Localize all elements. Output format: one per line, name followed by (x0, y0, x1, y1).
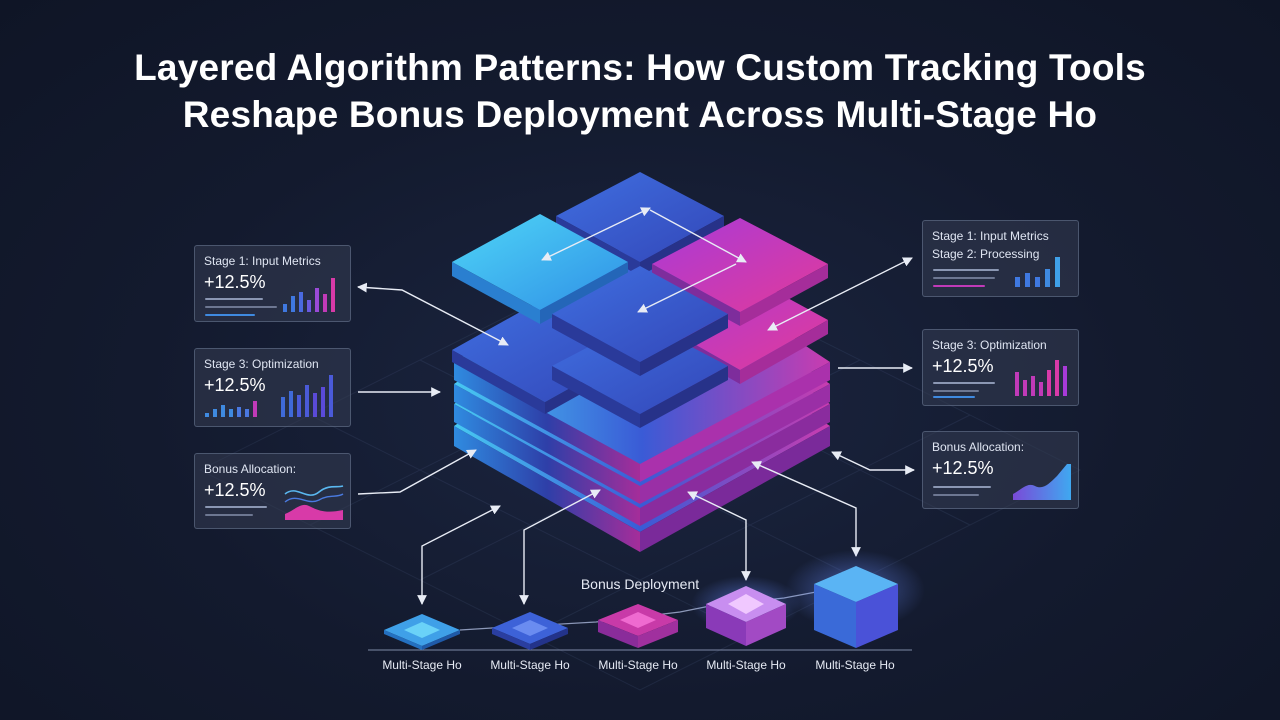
area-chart-icon (1013, 464, 1071, 500)
deployment-step-1 (384, 614, 460, 650)
card-label: Bonus Allocation: (932, 440, 1025, 454)
bonus-deployment-label: Bonus Deployment (580, 576, 700, 592)
card-value: +12.5% (932, 458, 994, 478)
left-card-input-metrics: Stage 1: Input Metrics +12.5% (194, 245, 351, 322)
card-line (933, 269, 999, 271)
deployment-step-4 (706, 586, 786, 646)
deployment-step-2 (492, 612, 568, 650)
left-card-optimization: Stage 3: Optimization +12.5% (194, 348, 351, 427)
bar-chart-icon (1015, 257, 1060, 287)
bar-chart-icon (1015, 360, 1067, 396)
card-value: +12.5% (204, 272, 266, 292)
stage-label-1: Multi-Stage Ho (382, 658, 462, 672)
card-line (205, 506, 267, 508)
card-line (205, 314, 255, 316)
connector-arrows (357, 257, 915, 605)
card-label: Stage 1: Input Metrics (204, 254, 321, 268)
card-label: Stage 3: Optimization (932, 338, 1047, 352)
stage-label-2: Multi-Stage Ho (490, 658, 570, 672)
bar-chart-icon (205, 375, 333, 417)
card-line (205, 514, 253, 516)
stage-label-5: Multi-Stage Ho (815, 658, 895, 672)
title-line-1: Layered Algorithm Patterns: How Custom T… (134, 47, 1146, 88)
card-line (933, 277, 995, 279)
card-line (933, 382, 995, 384)
card-label: Stage 3: Optimization (204, 357, 319, 371)
card-line (933, 390, 979, 392)
card-line (933, 486, 991, 488)
right-card-optimization: Stage 3: Optimization +12.5% (922, 329, 1079, 406)
card-value: +12.5% (932, 356, 994, 376)
card-label-secondary: Stage 2: Processing (932, 247, 1040, 261)
stage-label-4: Multi-Stage Ho (706, 658, 786, 672)
right-card-input-processing: Stage 1: Input Metrics Stage 2: Processi… (922, 220, 1079, 297)
card-value: +12.5% (204, 375, 266, 395)
bar-chart-icon (283, 278, 335, 312)
wave-chart-icon (284, 485, 344, 520)
card-label: Stage 1: Input Metrics (932, 229, 1049, 243)
stack-layers (452, 172, 830, 552)
card-line (933, 285, 985, 287)
card-line (205, 298, 263, 300)
page-title: Layered Algorithm Patterns: How Custom T… (40, 44, 1240, 138)
card-label: Bonus Allocation: (204, 462, 297, 476)
card-line (205, 306, 277, 308)
left-card-bonus-allocation: Bonus Allocation: +12.5% (194, 453, 351, 529)
right-card-bonus-allocation: Bonus Allocation: +12.5% (922, 431, 1079, 509)
deployment-step-3 (598, 604, 678, 648)
deployment-step-5 (814, 566, 898, 648)
card-line (933, 494, 979, 496)
card-line (933, 396, 975, 398)
tile-arrows (541, 207, 747, 313)
card-value: +12.5% (204, 480, 266, 500)
title-line-2: Reshape Bonus Deployment Across Multi-St… (182, 94, 1098, 135)
stage-label-3: Multi-Stage Ho (598, 658, 678, 672)
